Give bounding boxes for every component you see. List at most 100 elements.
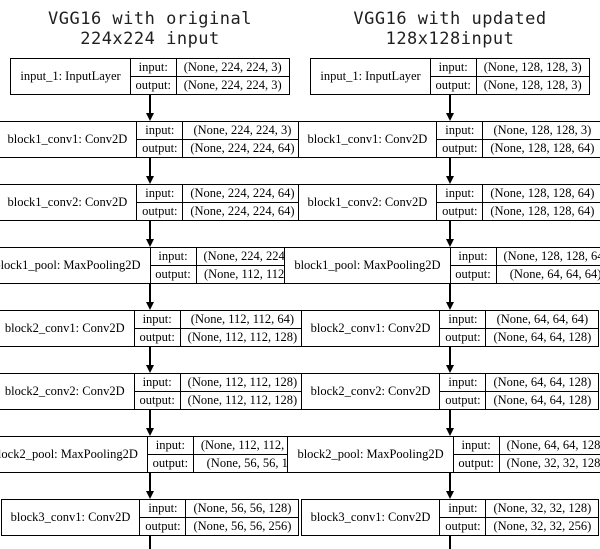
arrow-down-icon xyxy=(446,302,454,310)
layer-io-table: input: (None, 112, 112, 64) output: (Non… xyxy=(134,311,305,346)
output-shape: (None, 112, 112, 64) xyxy=(203,267,308,281)
input-row: input: (None, 224, 224, 64) xyxy=(137,185,301,202)
input-label: input: xyxy=(148,437,194,454)
layer-io-table: input: (None, 224, 224, 64) output: (Non… xyxy=(137,185,302,220)
output-shape: (None, 112, 112, 128) xyxy=(187,330,298,344)
input-shape: (None, 128, 128, 64) xyxy=(503,249,600,263)
output-row: output: (None, 128, 128, 64) xyxy=(437,139,600,157)
flow-connector xyxy=(446,473,454,499)
arrow-down-icon xyxy=(446,491,454,499)
layer-name: block2_conv1: Conv2D xyxy=(302,311,441,346)
input-row: input: (None, 128, 128, 64) xyxy=(437,185,600,202)
output-label: output: xyxy=(437,140,484,157)
flow-connector xyxy=(146,158,154,184)
input-shape: (None, 224, 224, 64) xyxy=(190,186,295,200)
layer-name: block2_conv2: Conv2D xyxy=(302,374,441,409)
title-line-1: VGG16 with updated xyxy=(353,9,547,29)
input-row: input: (None, 128, 128, 64) xyxy=(451,248,600,265)
output-shape: (None, 224, 224, 64) xyxy=(190,204,295,218)
input-row: input: (None, 128, 128, 3) xyxy=(431,59,589,76)
output-row: output: (None, 64, 64, 128) xyxy=(440,391,599,409)
output-label: output: xyxy=(440,518,487,535)
layer-node: block1_pool: MaxPooling2D input: (None, … xyxy=(0,247,316,284)
connector-line xyxy=(149,284,151,302)
output-row: output: (None, 32, 32, 128) xyxy=(453,454,600,472)
arrow-down-icon xyxy=(146,176,154,184)
flow-connector xyxy=(146,410,154,436)
input-shape: (None, 224, 224, 64) xyxy=(203,249,308,263)
input-row: input: (None, 112, 112, 64) xyxy=(135,311,304,328)
layer-node: input_1: InputLayer input: (None, 224, 2… xyxy=(10,58,290,95)
layer-name: block1_pool: MaxPooling2D xyxy=(0,248,151,283)
input-row: input: (None, 32, 32, 128) xyxy=(440,500,598,517)
layer-io-table: input: (None, 128, 128, 3) output: (None… xyxy=(430,59,589,94)
flow-connector xyxy=(446,158,454,184)
layer-name: block1_conv1: Conv2D xyxy=(0,122,138,157)
layer-name: input_1: InputLayer xyxy=(311,59,431,94)
output-label: output: xyxy=(137,140,184,157)
arrow-down-icon xyxy=(146,239,154,247)
layer-io-table: input: (None, 128, 128, 64) output: (Non… xyxy=(437,185,600,220)
layer-node: block2_pool: MaxPooling2D input: (None, … xyxy=(0,436,319,473)
output-row: output: (None, 112, 112, 128) xyxy=(134,391,305,409)
input-row: input: (None, 64, 64, 64) xyxy=(440,311,598,328)
layer-io-table: input: (None, 224, 224, 64) output: (Non… xyxy=(150,248,315,283)
output-shape: (None, 56, 56, 256) xyxy=(193,519,292,533)
flow-connector xyxy=(146,473,154,499)
input-row: input: (None, 112, 112, 128) xyxy=(148,437,317,454)
output-row: output: (None, 56, 56, 256) xyxy=(140,517,299,535)
arrow-down-icon xyxy=(446,113,454,121)
input-label: input: xyxy=(137,122,184,139)
title-line-1: VGG16 with original xyxy=(48,9,252,29)
connector-line xyxy=(149,221,151,239)
input-shape: (None, 32, 32, 128) xyxy=(493,501,592,515)
arrow-down-icon xyxy=(146,428,154,436)
input-label: input: xyxy=(437,122,484,139)
input-label: input: xyxy=(437,185,484,202)
connector-line xyxy=(449,95,451,113)
layer-name: block1_conv2: Conv2D xyxy=(0,185,138,220)
layer-node: block2_conv2: Conv2D input: (None, 64, 6… xyxy=(300,373,600,410)
input-row: input: (None, 128, 128, 3) xyxy=(437,122,600,139)
output-row: output: (None, 64, 64, 64) xyxy=(450,265,600,283)
vgg16-original-diagram: VGG16 with original 224x224 input input_… xyxy=(0,9,319,549)
output-shape: (None, 64, 64, 128) xyxy=(493,330,592,344)
output-shape: (None, 32, 32, 128) xyxy=(506,456,600,470)
input-row: input: (None, 224, 224, 3) xyxy=(131,59,289,76)
flow-connector xyxy=(146,347,154,373)
input-row: input: (None, 64, 64, 128) xyxy=(440,374,598,391)
output-label: output: xyxy=(440,392,487,409)
layer-node: input_1: InputLayer input: (None, 128, 1… xyxy=(310,58,590,95)
layer-name: block2_conv2: Conv2D xyxy=(0,374,135,409)
layer-nodes-original: input_1: InputLayer input: (None, 224, 2… xyxy=(0,58,319,549)
output-shape: (None, 112, 112, 128) xyxy=(187,393,298,407)
output-shape: (None, 128, 128, 3) xyxy=(483,78,582,92)
output-row: output: (None, 224, 224, 3) xyxy=(130,76,289,94)
connector-line xyxy=(449,410,451,428)
layer-node: block2_conv1: Conv2D input: (None, 112, … xyxy=(0,310,306,347)
input-shape: (None, 224, 224, 3) xyxy=(183,60,282,74)
input-label: input: xyxy=(135,311,181,328)
flow-connector xyxy=(446,347,454,373)
input-shape: (None, 128, 128, 3) xyxy=(483,60,582,74)
layer-node: block2_conv2: Conv2D input: (None, 112, … xyxy=(0,373,306,410)
connector-line xyxy=(149,95,151,113)
input-shape: (None, 64, 64, 128) xyxy=(493,375,592,389)
connector-line xyxy=(449,473,451,491)
output-label: output: xyxy=(131,77,177,94)
output-row: output: (None, 224, 224, 64) xyxy=(137,139,302,157)
layer-io-table: input: (None, 32, 32, 128) output: (None… xyxy=(440,500,599,535)
output-label: output: xyxy=(431,77,477,94)
layer-name: block2_pool: MaxPooling2D xyxy=(0,437,148,472)
layer-name: block1_pool: MaxPooling2D xyxy=(285,248,451,283)
arrow-down-icon xyxy=(446,428,454,436)
input-label: input: xyxy=(131,59,177,76)
input-label: input: xyxy=(431,59,477,76)
title-line-2: 128x128input xyxy=(385,29,515,49)
input-shape: (None, 128, 128, 3) xyxy=(493,123,592,137)
input-row: input: (None, 64, 64, 128) xyxy=(454,437,600,454)
input-shape: (None, 112, 112, 128) xyxy=(200,438,311,452)
connector-tail-line xyxy=(449,536,451,549)
arrow-down-icon xyxy=(146,113,154,121)
output-row: output: (None, 224, 224, 64) xyxy=(137,202,302,220)
